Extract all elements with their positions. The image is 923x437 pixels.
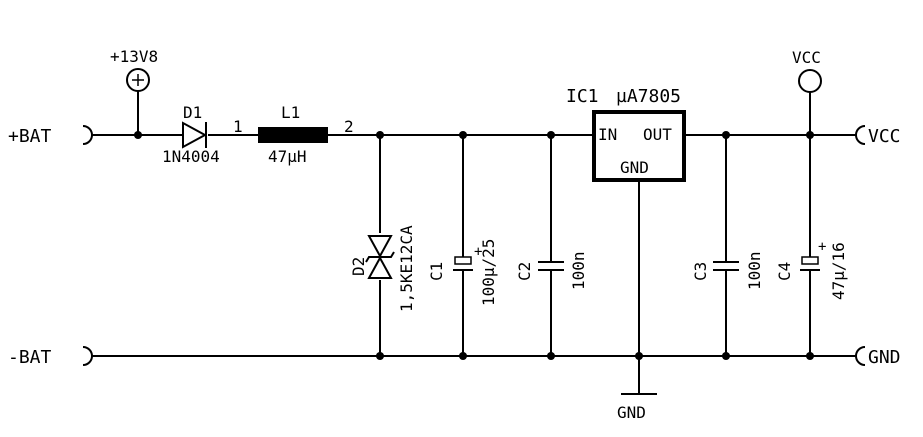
capacitor-c2: C2 100n (515, 135, 588, 356)
capacitor-c4: + C4 47µ/16 (775, 135, 848, 356)
supply-vcc: VCC (792, 48, 822, 135)
ic1-ref: IC1 (566, 86, 599, 107)
c3-value: 100n (745, 251, 764, 290)
junction-dot (459, 352, 467, 360)
c1-plus: + (474, 244, 482, 260)
junction-dot (134, 131, 142, 139)
port-gnd: GND (855, 346, 901, 368)
d1-value: 1N4004 (162, 147, 220, 166)
d2-ref: D2 (349, 257, 368, 276)
port-plus-bat-label: +BAT (8, 126, 52, 147)
port-vcc: VCC (855, 125, 901, 147)
c2-value: 100n (569, 251, 588, 290)
ground-symbol: GND (617, 393, 657, 422)
ic1-pin-out: OUT (643, 125, 672, 144)
inductor-l1: L1 47µH 1 2 (233, 103, 354, 166)
diode-d1: D1 1N4004 (162, 103, 220, 166)
ic1-pin-gnd: GND (620, 158, 649, 177)
junction-dot (635, 352, 643, 360)
c1-ref: C1 (427, 262, 446, 281)
junction-dot (459, 131, 467, 139)
d2-value: 1,5KE12CA (397, 225, 416, 312)
ground-symbol-label: GND (617, 403, 646, 422)
port-gnd-label: GND (868, 347, 901, 368)
l1-value: 47µH (268, 147, 307, 166)
ic1-value: µA7805 (616, 86, 681, 107)
regulator-ic1: IN OUT GND IC1 µA7805 (566, 86, 686, 394)
junction-dot (806, 352, 814, 360)
junction-dot (376, 352, 384, 360)
port-minus-bat: -BAT (8, 346, 93, 368)
port-plus-bat: +BAT (8, 125, 93, 147)
junction-dot (376, 131, 384, 139)
tvs-d2: D2 1,5KE12CA (349, 135, 416, 356)
junction-dot (547, 131, 555, 139)
junction-dot (722, 131, 730, 139)
junction-dot (806, 131, 814, 139)
c2-ref: C2 (515, 262, 534, 281)
capacitor-c3: C3 100n (691, 135, 764, 356)
ic1-pin-in: IN (598, 125, 617, 144)
l1-pin1: 1 (233, 117, 243, 136)
c4-plus: + (818, 239, 826, 255)
supply-plus13v8: +13V8 (110, 47, 158, 135)
junctions (134, 131, 814, 360)
c4-value: 47µ/16 (829, 242, 848, 300)
port-vcc-label: VCC (868, 126, 901, 147)
capacitor-c1: + C1 100µ/25 (427, 135, 498, 356)
l1-pin2: 2 (344, 117, 354, 136)
supply-plus13v8-label: +13V8 (110, 47, 158, 66)
port-minus-bat-label: -BAT (8, 347, 52, 368)
c1-value: 100µ/25 (479, 239, 498, 306)
junction-dot (722, 352, 730, 360)
c4-ref: C4 (775, 262, 794, 281)
supply-vcc-label: VCC (792, 48, 821, 67)
d1-ref: D1 (183, 103, 202, 122)
l1-ref: L1 (281, 103, 300, 122)
junction-dot (547, 352, 555, 360)
c3-ref: C3 (691, 262, 710, 281)
